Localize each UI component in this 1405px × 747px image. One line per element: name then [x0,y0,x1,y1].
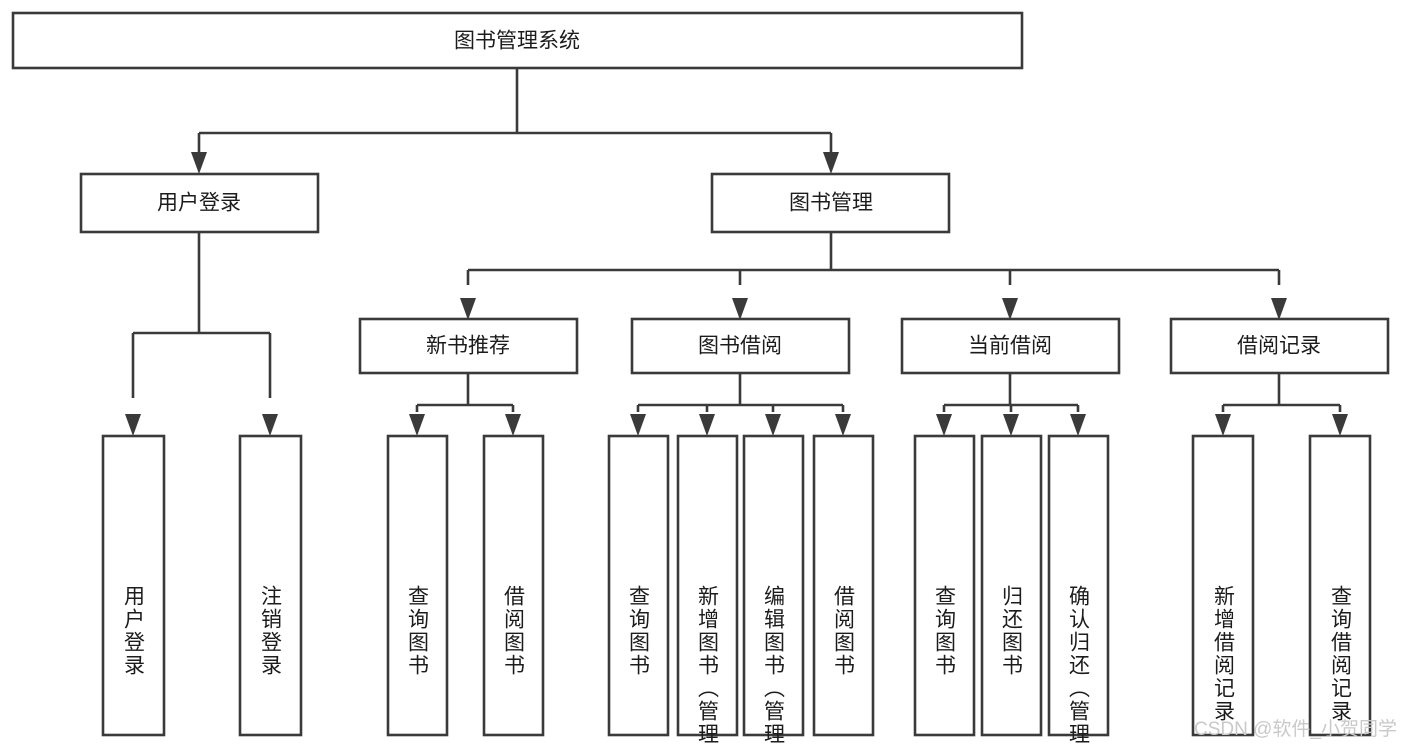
leaf-query-book-2-label: 查询图书 [627,585,651,677]
leaf-add-record-label: 新增借阅记录 [1212,585,1236,723]
node-current-borrow[interactable]: 当前借阅 [900,317,1121,375]
connector-group-root-to-level1 [191,68,839,174]
arrow-to-leaf-query-book-3 [936,414,952,436]
arrow-to-leaf-return-book [1003,414,1019,436]
node-book-borrow-label: 图书借阅 [698,335,782,358]
connector-group-bookmanage-to-level2 [460,232,1287,320]
leaf-add-book[interactable]: 新增图书（管理员） [676,434,739,747]
leaf-user-logout-label: 注销登录 [259,585,283,677]
connector-group-userlogin-to-leaves [125,232,278,436]
node-book-manage-label: 图书管理 [789,192,873,215]
node-borrow-record-label: 借阅记录 [1237,335,1321,358]
node-new-book-recommend-label: 新书推荐 [426,335,510,358]
arrow-to-new-book-recommend [460,298,476,320]
node-borrow-record[interactable]: 借阅记录 [1169,317,1390,375]
connector-group-borrowrecord-to-leaves [1215,373,1348,436]
leaf-edit-book[interactable]: 编辑图书（管理员） [742,434,805,747]
arrow-to-leaf-user-login [125,414,141,436]
node-current-borrow-label: 当前借阅 [968,335,1052,358]
arrow-to-leaf-query-book-2 [630,414,646,436]
leaf-add-book-label: 新增图书（管理员） [696,585,720,747]
leaf-user-login[interactable]: 用户登录 [101,434,166,737]
node-user-login[interactable]: 用户登录 [79,172,320,234]
leaf-borrow-book-2[interactable]: 借阅图书 [812,434,875,737]
leaf-borrow-book-2-label: 借阅图书 [832,585,856,677]
node-book-manage[interactable]: 图书管理 [710,172,951,234]
arrow-to-book-borrow [732,298,748,320]
arrow-to-leaf-user-logout [262,414,278,436]
node-book-borrow[interactable]: 图书借阅 [630,317,851,375]
leaf-confirm-return-label: 确认归还（管理员） [1067,585,1091,747]
leaf-query-book-3[interactable]: 查询图书 [913,434,976,737]
leaf-query-book-1[interactable]: 查询图书 [386,434,449,737]
connector-group-newbook-to-leaves [409,373,521,436]
leaf-query-book-2[interactable]: 查询图书 [607,434,670,737]
arrow-to-current-borrow [1002,298,1018,320]
leaf-confirm-return[interactable]: 确认归还（管理员） [1047,434,1110,747]
leaf-query-book-3-label: 查询图书 [933,585,957,677]
leaf-borrow-book-1[interactable]: 借阅图书 [482,434,545,737]
leaf-return-book[interactable]: 归还图书 [980,434,1043,737]
leaf-user-logout[interactable]: 注销登录 [238,434,303,737]
node-new-book-recommend[interactable]: 新书推荐 [358,317,579,375]
connector-group-currentborrow-to-leaves [936,373,1086,436]
arrow-to-leaf-add-record [1215,414,1231,436]
arrow-to-leaf-query-record [1332,414,1348,436]
node-root-label: 图书管理系统 [454,30,580,53]
arrow-to-leaf-edit-book [765,414,781,436]
leaf-query-record-label: 查询借阅记录 [1329,585,1353,723]
arrow-to-leaf-borrow-book-2 [835,414,851,436]
arrow-to-leaf-borrow-book-1 [505,414,521,436]
leaf-return-book-label: 归还图书 [1000,585,1024,677]
arrow-to-borrow-record [1271,298,1287,320]
leaf-borrow-book-1-label: 借阅图书 [502,585,526,677]
leaf-query-record[interactable]: 查询借阅记录 [1308,434,1372,737]
arrow-to-user-login [191,152,207,174]
arrow-to-book-manage [823,152,839,174]
leaf-query-book-1-label: 查询图书 [406,585,430,677]
leaf-user-login-label: 用户登录 [122,585,146,677]
connector-group-bookborrow-to-leaves [630,373,851,436]
arrow-to-leaf-confirm-return [1070,414,1086,436]
arrow-to-leaf-query-book-1 [409,414,425,436]
arrow-to-leaf-add-book [699,414,715,436]
node-root[interactable]: 图书管理系统 [11,11,1024,70]
leaf-edit-book-label: 编辑图书（管理员） [762,585,786,747]
node-user-login-label: 用户登录 [157,192,241,215]
leaf-add-record[interactable]: 新增借阅记录 [1191,434,1255,737]
